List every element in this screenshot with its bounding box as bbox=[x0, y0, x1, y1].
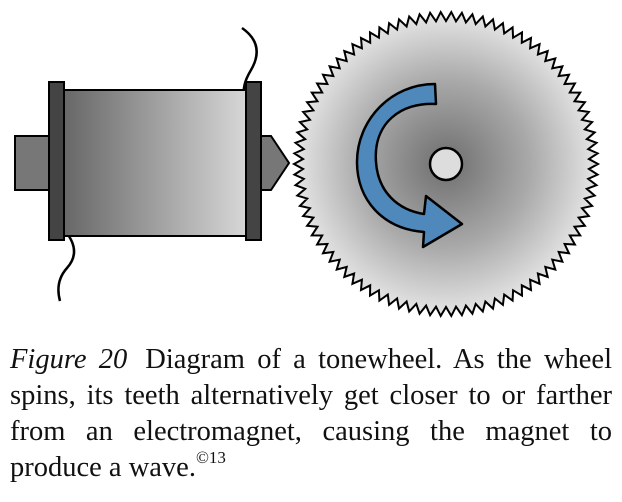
caption-text: Diagram of a tonewheel. As the wheel spi… bbox=[10, 344, 612, 483]
pole-piece bbox=[257, 135, 291, 191]
left-flange bbox=[48, 81, 65, 241]
left-spindle bbox=[14, 135, 54, 191]
bottom-wire bbox=[57, 231, 76, 302]
electromagnet bbox=[14, 26, 291, 302]
tonewheel-diagram bbox=[14, 10, 601, 318]
right-flange bbox=[245, 81, 262, 241]
wheel-hub bbox=[428, 146, 464, 182]
tonewheel bbox=[291, 10, 601, 318]
figure-label: Figure 20 bbox=[10, 344, 128, 375]
rotation-arrow-icon bbox=[355, 82, 464, 249]
coil-body bbox=[61, 89, 249, 237]
copyright-superscript: ©13 bbox=[195, 448, 226, 467]
